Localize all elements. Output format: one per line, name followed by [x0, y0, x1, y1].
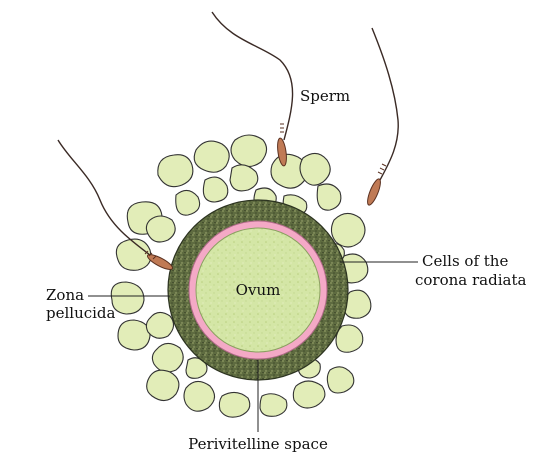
sperm-3: [367, 27, 399, 206]
leader-lines: [88, 261, 418, 432]
label-perivitelline: Perivitelline space: [188, 435, 328, 453]
ovum: [195, 227, 321, 353]
label-zona-line1: Zona: [46, 286, 84, 304]
label-ovum: Ovum: [236, 281, 281, 299]
label-cells-line1: Cells of the: [422, 252, 508, 270]
sperm-2: [211, 11, 294, 167]
label-cells-line2: corona radiata: [415, 271, 526, 289]
label-sperm: Sperm: [300, 87, 350, 105]
label-zona-line2: pellucida: [46, 304, 116, 322]
sperm-1: [57, 139, 174, 270]
